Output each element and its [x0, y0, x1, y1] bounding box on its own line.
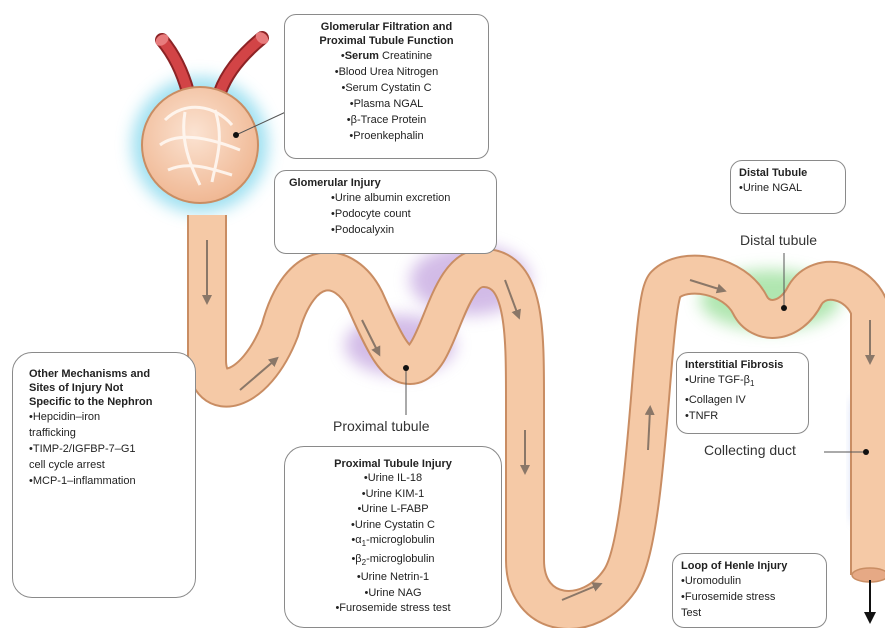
- box-title: Interstitial Fibrosis: [685, 358, 800, 372]
- list-item: •Collagen IV: [685, 392, 800, 408]
- label-distal-tubule: Distal tubule: [740, 232, 817, 248]
- list-item: •TNFR: [685, 408, 800, 424]
- list-item: •Plasma NGAL: [293, 96, 480, 112]
- list-item: •MCP-1–inflammation: [29, 473, 179, 489]
- list-item: •Urine NAG: [293, 586, 493, 602]
- list-item: •Urine albumin excretion: [331, 190, 488, 206]
- list-item: •Uromodulin: [681, 573, 818, 589]
- list-item: •Urine NGAL: [739, 180, 837, 196]
- other-mechanisms-box: Other Mechanisms and Sites of Injury Not…: [12, 352, 196, 598]
- list-item: •Podocalyxin: [331, 222, 488, 238]
- loop-of-henle-box: Loop of Henle Injury •Uromodulin •Furose…: [672, 553, 827, 628]
- box-title: Proximal Tubule Injury: [293, 457, 493, 471]
- distal-tubule-box: Distal Tubule •Urine NGAL: [730, 160, 846, 214]
- list-item: •Urine Netrin-1: [293, 570, 493, 586]
- list-item: •Podocyte count: [331, 206, 488, 222]
- box-title: Distal Tubule: [739, 166, 837, 180]
- duct-opening: [852, 568, 885, 582]
- list-item: •Urine L-FABP: [293, 502, 493, 518]
- list-item: •Furosemide stress test: [293, 601, 493, 617]
- list-item: •Hepcidin–iron: [29, 409, 179, 425]
- glomerular-filtration-box: Glomerular Filtration and Proximal Tubul…: [284, 14, 489, 159]
- label-collecting-duct: Collecting duct: [704, 442, 796, 458]
- list-item: •α1-microglobulin: [293, 533, 493, 552]
- list-item: trafficking: [29, 425, 179, 441]
- list-item: cell cycle arrest: [29, 457, 179, 473]
- glomerulus: [142, 87, 258, 203]
- list-item: •Proenkephalin: [293, 128, 480, 144]
- list-item: •Serum Cystatin C: [293, 80, 480, 96]
- list-item: •β2-microglobulin: [293, 552, 493, 571]
- list-item: •Furosemide stress: [681, 589, 818, 605]
- list-item: •Urine KIM-1: [293, 487, 493, 503]
- efferent-vessel: [220, 38, 262, 92]
- proximal-tubule-injury-box: Proximal Tubule Injury •Urine IL-18 •Uri…: [284, 446, 502, 628]
- label-proximal-tubule: Proximal tubule: [333, 418, 430, 434]
- list-item: •Serum Creatinine: [293, 48, 480, 64]
- list-item: •TIMP-2/IGFBP-7–G1: [29, 441, 179, 457]
- list-item: •Urine Cystatin C: [293, 518, 493, 534]
- box-title: Sites of Injury Not: [29, 381, 179, 395]
- box-title: Specific to the Nephron: [29, 395, 179, 409]
- box-title: Proximal Tubule Function: [293, 34, 480, 48]
- interstitial-fibrosis-box: Interstitial Fibrosis •Urine TGF-β1 •Col…: [676, 352, 809, 434]
- box-title: Loop of Henle Injury: [681, 559, 818, 573]
- box-title: Glomerular Filtration and: [293, 20, 480, 34]
- list-item: •Urine TGF-β1: [685, 372, 800, 392]
- list-item: •Blood Urea Nitrogen: [293, 64, 480, 80]
- box-title: Other Mechanisms and: [29, 367, 179, 381]
- list-item: •Urine IL-18: [293, 471, 493, 487]
- box-title: Glomerular Injury: [289, 176, 488, 190]
- list-item: Test: [681, 605, 818, 621]
- glomerular-injury-box: Glomerular Injury •Urine albumin excreti…: [274, 170, 497, 254]
- list-item: •β-Trace Protein: [293, 112, 480, 128]
